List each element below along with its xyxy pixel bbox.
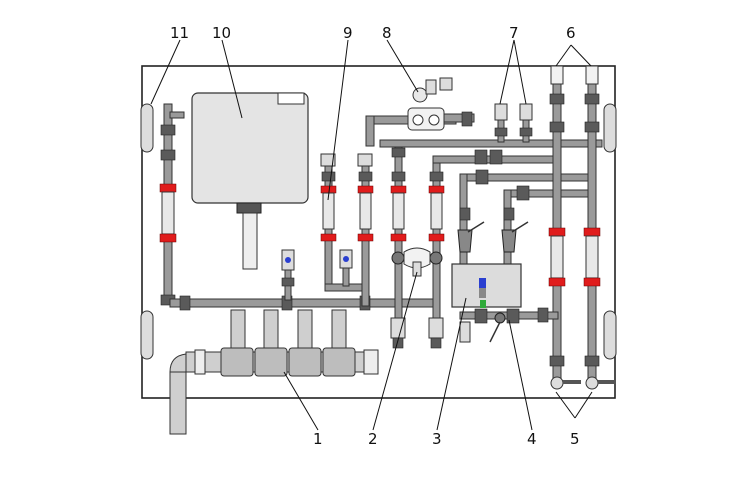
callout-1: 1	[313, 430, 323, 448]
frame-slots	[140, 103, 617, 360]
riser-center-b	[428, 161, 445, 349]
cistern-tank	[191, 92, 309, 270]
small-valve-lower	[281, 249, 295, 301]
connector-2	[403, 247, 431, 277]
callout-3: 3	[432, 430, 442, 448]
riser-9b	[339, 153, 374, 307]
callout-8: 8	[382, 24, 392, 42]
callout-11: 11	[170, 24, 189, 42]
left-riser	[159, 103, 185, 306]
callout-7: 7	[509, 24, 519, 42]
leader-lines	[150, 39, 593, 431]
callout-4: 4	[527, 430, 537, 448]
valve-8	[407, 77, 475, 131]
right-riser-left	[548, 65, 581, 390]
callout-5: 5	[570, 430, 580, 448]
callout-9: 9	[343, 24, 353, 42]
riser-9	[320, 153, 366, 292]
valve-assembly-4	[459, 307, 559, 343]
angle-valves	[457, 221, 529, 253]
callout-10: 10	[212, 24, 231, 42]
unit-box-3	[451, 263, 522, 308]
callout-2: 2	[368, 430, 378, 448]
valves-7	[494, 103, 533, 143]
right-riser-right	[583, 65, 616, 390]
drain-manifold-1	[169, 309, 379, 435]
riser-center-a	[390, 141, 407, 349]
callout-6: 6	[566, 24, 576, 42]
